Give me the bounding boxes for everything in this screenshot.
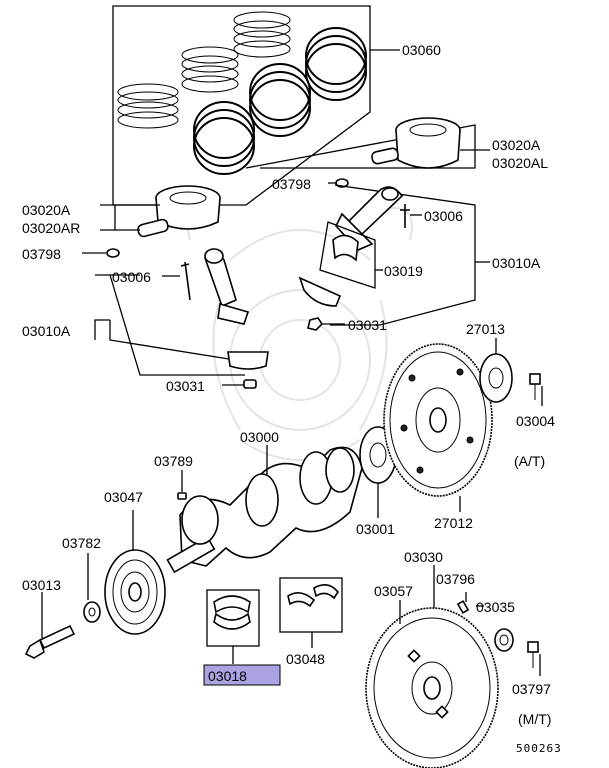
label-03782: 03782 xyxy=(62,535,101,551)
label-03035: 03035 xyxy=(476,599,515,615)
highlight-03018 xyxy=(203,664,281,686)
label-03020AR: 03020AR xyxy=(22,220,80,236)
crankshaft-group[interactable]: 03000 xyxy=(166,429,363,574)
label-03798-left: 03798 xyxy=(22,246,61,262)
thrust-bearing-group[interactable]: 03048 xyxy=(279,577,343,667)
conrod-nut-right[interactable]: 03031 xyxy=(307,317,387,333)
bearing-right[interactable]: 03019 xyxy=(319,221,423,289)
label-03797: 03797 xyxy=(512,681,551,697)
conrod-cap-right[interactable] xyxy=(298,276,342,307)
label-03047: 03047 xyxy=(104,489,143,505)
label-03031-left: 03031 xyxy=(166,378,205,394)
label-03006-left: 03006 xyxy=(112,269,151,285)
piston-rings-group[interactable]: 03060 xyxy=(112,5,441,206)
woodruff-key[interactable]: 03789 xyxy=(154,453,193,500)
main-bearing-group[interactable]: 03018 xyxy=(203,589,281,686)
pulley-bolt[interactable]: 03013 xyxy=(22,577,76,659)
label-03798-right: 03798 xyxy=(272,176,311,192)
label-03010A-left: 03010A xyxy=(22,323,71,339)
conrod-nut-left[interactable]: 03031 xyxy=(166,378,257,394)
flywheel-bolt[interactable]: 03797 xyxy=(512,641,551,697)
label-03031-right: 03031 xyxy=(348,317,387,333)
label-03004: 03004 xyxy=(516,413,555,429)
note-manual: (M/T) xyxy=(518,711,551,727)
pin-clip-left[interactable]: 03798 xyxy=(22,246,120,262)
label-03796: 03796 xyxy=(436,571,475,587)
drive-plate-shim[interactable]: 27013 xyxy=(466,321,513,403)
label-03789: 03789 xyxy=(154,453,193,469)
drive-plate[interactable]: 27012 xyxy=(383,343,493,531)
pilot-bearing[interactable]: 03035 xyxy=(476,599,515,652)
piston-left-group[interactable]: 03020A 03020AR xyxy=(22,185,221,238)
label-03006-right: 03006 xyxy=(424,208,463,224)
label-03010A-right: 03010A xyxy=(492,255,541,271)
label-03001: 03001 xyxy=(356,521,395,537)
label-03019: 03019 xyxy=(384,263,423,279)
label-27013: 27013 xyxy=(466,321,505,337)
label-27012: 27012 xyxy=(434,515,473,531)
label-03020A-right: 03020A xyxy=(492,137,541,153)
label-03018: 03018 xyxy=(208,668,247,684)
conrod-right-group[interactable]: 03006 03010A xyxy=(330,184,541,326)
washer[interactable]: 03782 xyxy=(62,535,101,623)
label-03057: 03057 xyxy=(374,583,413,599)
dowel-pin[interactable]: 03796 xyxy=(436,571,475,614)
piston-right-group[interactable]: 03020A 03020AL xyxy=(245,117,548,171)
pin-clip-right[interactable]: 03798 xyxy=(272,176,349,192)
conrod-cap-left[interactable] xyxy=(227,351,269,370)
drive-plate-bolt[interactable]: 03004 xyxy=(516,373,555,429)
note-automatic: (A/T) xyxy=(514,453,545,469)
label-03020A-left: 03020A xyxy=(22,202,71,218)
label-03000: 03000 xyxy=(240,429,279,445)
diagram-code: 500263 xyxy=(516,742,562,755)
flywheel-group[interactable]: 03030 03057 xyxy=(365,549,499,768)
label-03020AL: 03020AL xyxy=(492,155,548,171)
label-03013: 03013 xyxy=(22,577,61,593)
label-03060: 03060 xyxy=(402,42,441,58)
label-03030: 03030 xyxy=(404,549,443,565)
label-03048: 03048 xyxy=(286,651,325,667)
crank-pulley[interactable]: 03047 xyxy=(104,489,166,635)
watermark-emblem xyxy=(187,207,413,461)
conrod-left-group[interactable]: 03006 03010A xyxy=(22,248,250,376)
